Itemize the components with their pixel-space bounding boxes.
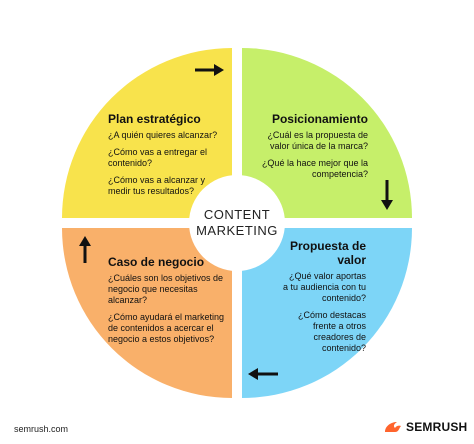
quadrant-title-posicionamiento: Posicionamiento [271,112,368,126]
center-label: CONTENT MARKETING [189,196,285,250]
quadrant-propuesta-de-valor [242,228,412,398]
arrow-down-icon [381,180,393,210]
arrow-up-icon [79,236,91,263]
quadrant-title-plan-estrategico: Plan estratégico [108,112,201,126]
question-item: ¿Qué valor aportas a tu audiencia con tu… [282,271,366,303]
brand-name: SEMRUSH [406,420,468,434]
quadrant-body-plan-estrategico: ¿A quién quieres alcanzar? ¿Cómo vas a e… [108,130,230,203]
question-item: ¿A quién quieres alcanzar? [108,130,218,140]
quadrant-title-caso-de-negocio: Caso de negocio [108,255,205,269]
center-label-line2: MARKETING [196,223,278,238]
source-url: semrush.com [14,424,69,434]
semrush-logo: SEMRUSH [383,420,467,434]
question-item: ¿Cómo ayudará el marketing de contenidos… [108,312,225,344]
quadrant-plan-estrategico [62,48,232,218]
question-item: ¿Cómo destacas frente a otros creadores … [297,310,366,353]
quadrant-body-caso-de-negocio: ¿Cuáles son los objetivos de negocio que… [108,273,228,351]
question-item: ¿Qué la hace mejor que la competencia? [261,158,368,179]
center-label-line1: CONTENT [203,207,271,222]
quadrant-posicionamiento [242,48,412,218]
center-circle [189,175,285,271]
quadrant-body-propuesta-de-valor: ¿Qué valor aportas a tu audiencia con tu… [282,271,366,360]
question-item: ¿Cómo vas a entregar el contenido? [108,147,208,168]
quadrant-title-propuesta-de-valor: Propuesta de valor [289,239,366,267]
arrow-left-icon [248,368,278,380]
question-item: ¿Cuáles son los objetivos de negocio que… [108,273,224,305]
question-item: ¿Cómo vas a alcanzar y medir tus resulta… [108,175,206,196]
question-item: ¿Cuál es la propuesta de valor única de … [267,130,368,151]
arrow-right-icon [195,64,224,76]
quadrant-caso-de-negocio [62,228,232,398]
semrush-fire-icon [385,422,401,432]
quadrant-body-posicionamiento: ¿Cuál es la propuesta de valor única de … [248,130,368,186]
